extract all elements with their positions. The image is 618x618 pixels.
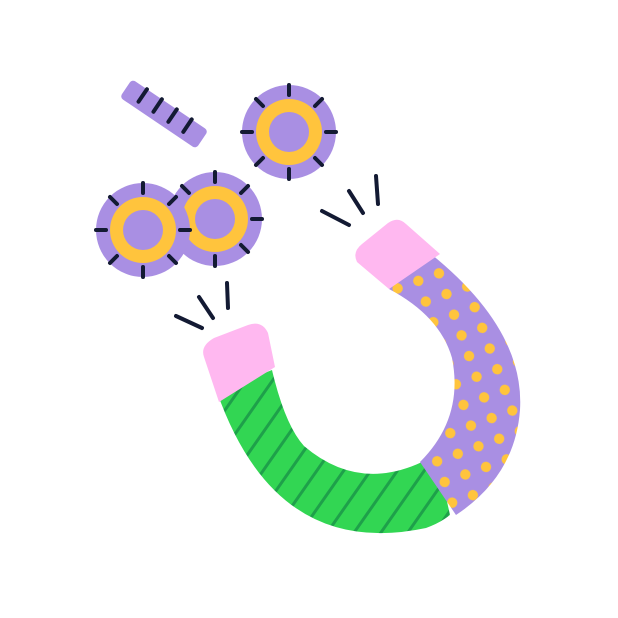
coin-icon bbox=[168, 170, 264, 268]
magnet-icon bbox=[203, 219, 521, 534]
magnet-left-tip bbox=[203, 323, 275, 402]
coin-icon bbox=[240, 83, 338, 181]
attraction-lines-icon bbox=[320, 174, 380, 227]
magnet-purple-section bbox=[389, 254, 521, 515]
attraction-lines-icon bbox=[174, 281, 230, 330]
coin-icon bbox=[94, 181, 192, 279]
coin-stack-icon bbox=[121, 80, 207, 148]
magnet-right-tip bbox=[355, 219, 440, 289]
magnet-green-section bbox=[217, 370, 460, 534]
